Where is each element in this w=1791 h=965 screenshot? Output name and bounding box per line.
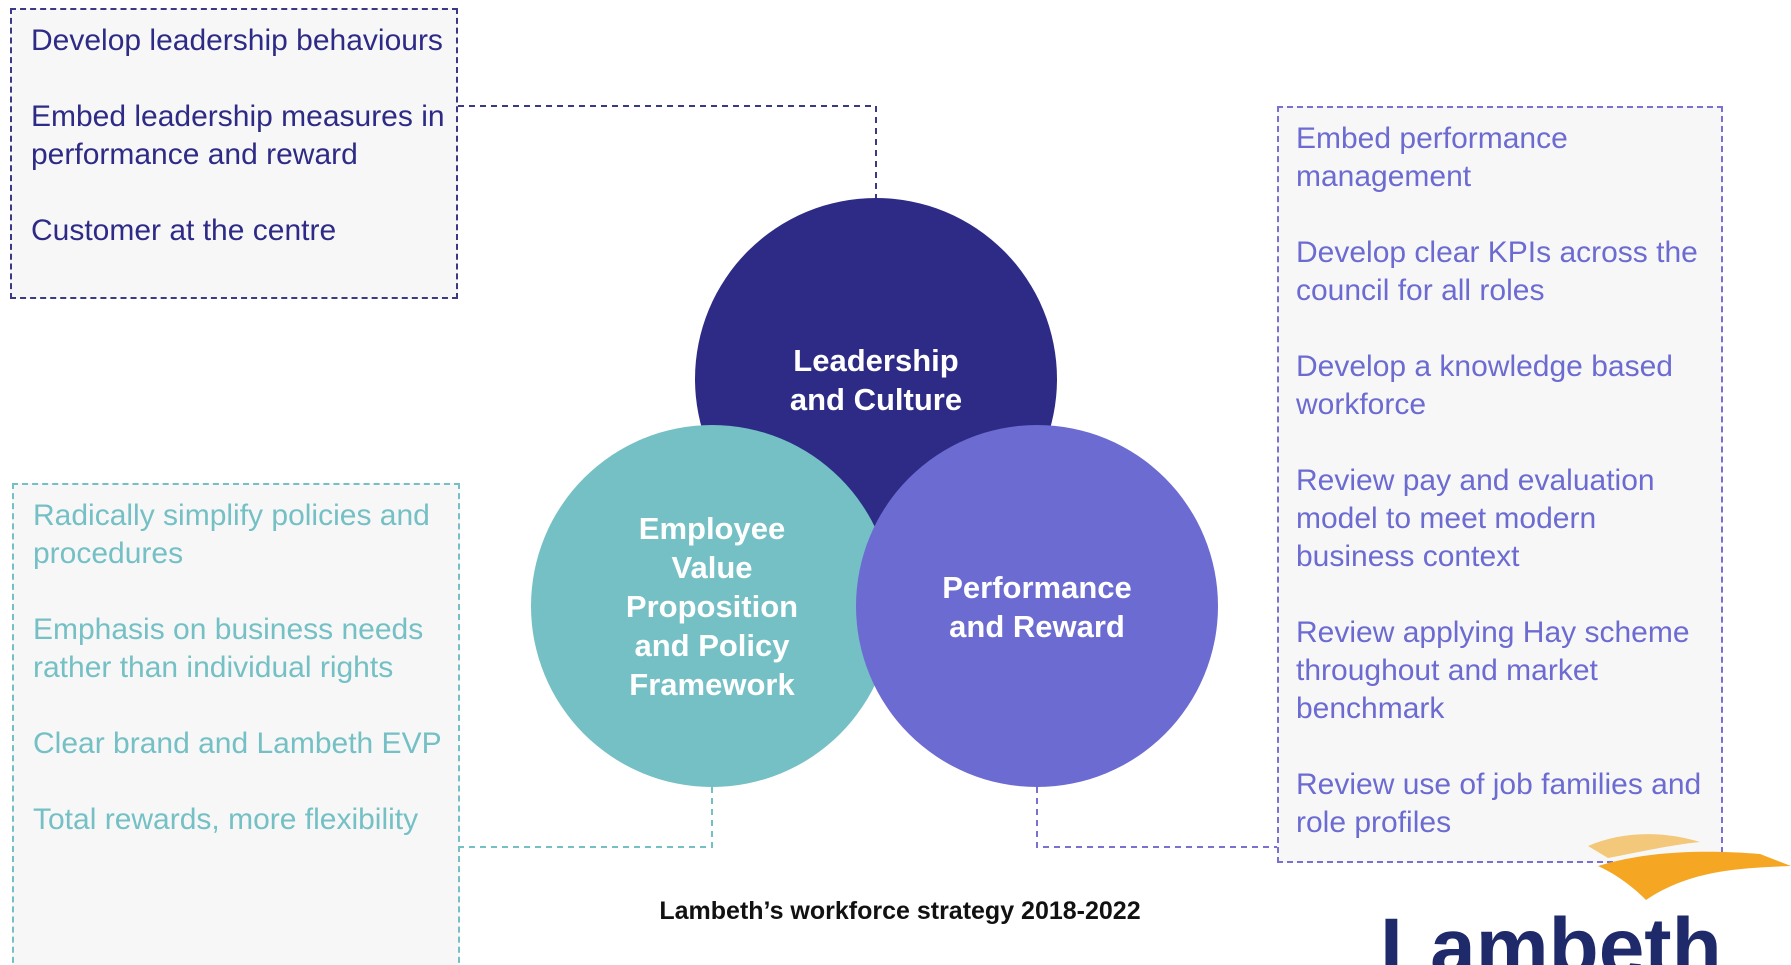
- connector-leadership: [458, 105, 877, 198]
- evp-item: Emphasis on business needs rather than i…: [33, 613, 424, 684]
- evp-circle: Employee Value Proposition and Policy Fr…: [531, 425, 893, 787]
- logo-swoosh-upper: [1588, 834, 1700, 858]
- performance-item: Develop a knowledge based workforce: [1296, 350, 1673, 421]
- evp-item: Total rewards, more flexibility: [33, 803, 419, 836]
- performance-item: Review applying Hay scheme throughout an…: [1296, 616, 1690, 725]
- performance-item: Develop clear KPIs across the council fo…: [1296, 236, 1698, 307]
- performance-item: Review use of job families and role prof…: [1296, 768, 1702, 839]
- leadership-list: Develop leadership behaviours Embed lead…: [31, 22, 446, 250]
- evp-item: Clear brand and Lambeth EVP: [33, 727, 442, 760]
- leadership-item: Customer at the centre: [31, 214, 337, 247]
- logo-wordmark: Lambeth: [1380, 902, 1722, 965]
- evp-box: Radically simplify policies and procedur…: [12, 483, 460, 965]
- leadership-circle-label: Leadership and Culture: [789, 343, 963, 417]
- performance-item: Embed performance management: [1296, 122, 1568, 193]
- connector-evp: [460, 787, 713, 848]
- evp-list: Radically simplify policies and procedur…: [33, 497, 448, 839]
- performance-box: Embed performance management Develop cle…: [1277, 106, 1723, 863]
- leadership-item: Embed leadership measures in performance…: [31, 100, 445, 171]
- diagram-caption: Lambeth’s workforce strategy 2018-2022: [659, 897, 1141, 925]
- logo-swoosh-lower: [1598, 851, 1791, 900]
- evp-item: Radically simplify policies and procedur…: [33, 499, 430, 570]
- performance-circle-label: Performance and Reward: [942, 570, 1132, 644]
- performance-circle: Performance and Reward: [856, 425, 1218, 787]
- evp-circle-label: Employee Value Proposition and Policy Fr…: [625, 510, 799, 702]
- performance-item: Review pay and evaluation model to meet …: [1296, 464, 1655, 573]
- leadership-item: Develop leadership behaviours: [31, 24, 443, 57]
- performance-list: Embed performance management Develop cle…: [1296, 120, 1711, 842]
- connector-performance: [1036, 787, 1277, 848]
- leadership-box: Develop leadership behaviours Embed lead…: [10, 8, 458, 299]
